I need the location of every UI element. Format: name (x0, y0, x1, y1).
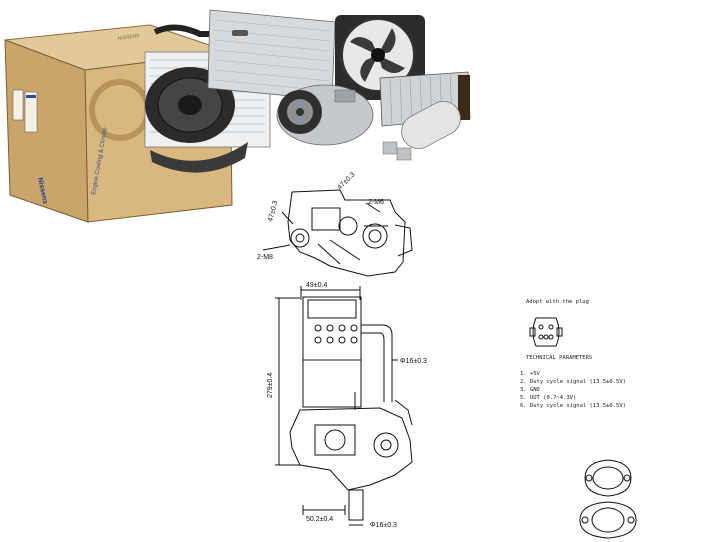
radiator-fan-image (335, 15, 425, 100)
param-item-5: 6. Duty cycle signal (13.5±0.5V) (520, 403, 626, 409)
top-angle-label: 47±0.3 (336, 171, 356, 191)
bolt-left-label: 2-M8 (257, 254, 273, 261)
ac-compressor-image (276, 84, 374, 146)
side-pipe-diameter-label: Φ16±0.3 (400, 358, 427, 365)
receiver-drier-image (382, 101, 461, 161)
param-item-4: 5. OUT (0.7~4.3V) (520, 395, 576, 401)
condenser-image (207, 9, 336, 101)
top-left-angle-label: 47±0.3 (267, 200, 279, 223)
param-item-2: 2. Duty cycle signal (13.5±0.5V) (520, 379, 626, 385)
technical-parameters-title: TECHNICAL PARAMETERS (526, 355, 592, 361)
bolt-right-label: 2-M6 (368, 199, 384, 206)
bottom-width-label: 50.2±0.4 (306, 516, 333, 523)
flange-drawing-bottom (579, 501, 637, 539)
side-width-label: 49±0.4 (306, 282, 327, 289)
side-height-label: 279±0.4 (267, 373, 274, 398)
bottom-pipe-diameter-label: Φ16±0.3 (370, 522, 397, 529)
box-top-text: NISSENS (117, 33, 140, 42)
param-item-1: 1. +5V (520, 371, 541, 377)
param-item-3: 3. GND (520, 387, 540, 393)
flange-drawing-top (584, 459, 632, 497)
plug-title: Adopt with the plug (526, 299, 589, 305)
side-view-drawing (275, 286, 413, 526)
top-view-drawing (262, 189, 413, 277)
plug-connector-drawing (529, 317, 563, 347)
